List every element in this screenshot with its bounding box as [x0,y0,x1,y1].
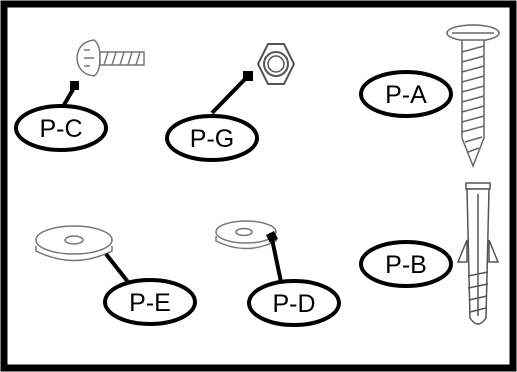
part-wall-anchor [456,182,500,325]
callout-p-a-label: P-A [385,81,427,109]
callout-p-d: P-D [247,231,341,327]
callout-p-d-label: P-D [272,290,315,318]
callout-p-g-label: P-G [190,125,234,153]
callout-p-b: P-B [359,240,453,288]
callout-p-g: P-G [165,71,259,162]
callout-p-b-bubble [359,240,453,288]
callout-p-e-label: P-E [129,289,171,317]
callout-p-c: P-C [14,81,108,152]
callout-p-a-bubble [359,70,453,118]
callout-p-e: P-E [103,252,197,326]
part-small-washer [215,220,277,250]
callout-p-g-bubble [165,114,259,162]
part-machine-screw [76,39,145,77]
part-large-washer [35,225,113,262]
callout-p-e-bubble [103,278,197,326]
callout-p-b-label: P-B [385,251,427,279]
callout-p-a: P-A [359,70,453,118]
callout-p-c-bubble [14,104,108,152]
callout-p-c-label: P-C [39,115,82,143]
part-hex-nut [256,43,296,85]
callout-p-d-bubble [247,279,341,327]
part-wood-screw [446,24,500,169]
